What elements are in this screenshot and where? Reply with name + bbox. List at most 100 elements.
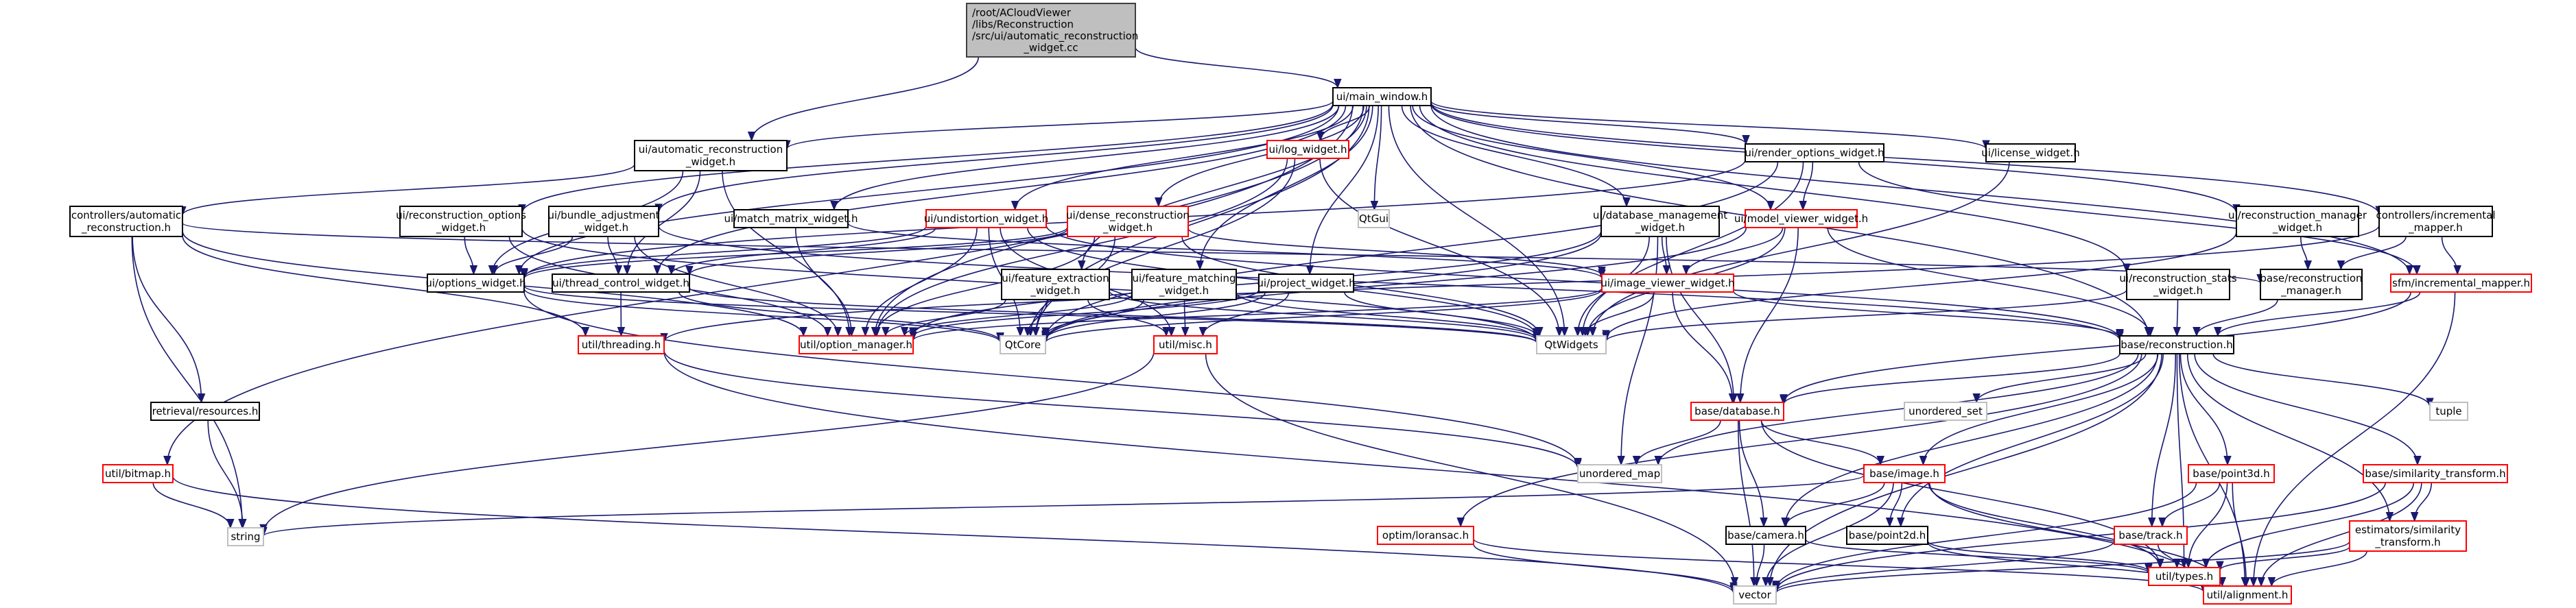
node-main-window[interactable]: ui/main_window.h: [1332, 87, 1432, 106]
edge-base_recon-to-tuple: [2212, 353, 2434, 408]
edge-feature_extraction-to-qtcore: [1024, 299, 1048, 337]
node-similarity[interactable]: base/similarity_transform.h: [2363, 464, 2508, 483]
node-label: base/image.h: [1869, 467, 1939, 480]
edge-main_window-to-dense_recon: [1155, 105, 1364, 208]
node-render-options[interactable]: ui/render_options_widget.h: [1745, 143, 1884, 162]
node-thread-control[interactable]: ui/thread_control_widget.h: [552, 273, 690, 293]
node-box: [1733, 585, 1777, 605]
node-recon-mgr-widget[interactable]: ui/reconstruction_manager_widget.h: [2228, 206, 2367, 237]
node-point3d[interactable]: base/point3d.h: [2188, 464, 2275, 483]
node-base-image[interactable]: base/image.h: [1863, 464, 1946, 483]
node-db-mgmt[interactable]: ui/database_management_widget.h: [1593, 206, 1727, 237]
node-label: ui/feature_extraction: [1002, 272, 1109, 285]
node-box: [1536, 335, 1607, 354]
node-option-manager[interactable]: util/option_manager.h: [799, 335, 914, 354]
node-base-database[interactable]: base/database.h: [1690, 402, 1784, 421]
edge-est_similarity-to-alignment: [2267, 550, 2367, 587]
edge-db_mgmt-to-base_database: [1666, 236, 1738, 404]
node-misc[interactable]: util/misc.h: [1153, 335, 1218, 354]
edge-ctrl_incr_mapper-to-sfm_incr_mapper: [2441, 236, 2461, 276]
node-track[interactable]: base/track.h: [2114, 526, 2188, 545]
node-label: base/point2d.h: [1849, 529, 1926, 542]
node-threading[interactable]: util/threading.h: [578, 335, 665, 354]
node-label: string: [231, 531, 260, 543]
node-recon-options[interactable]: ui/reconstruction_options_widget.h: [396, 206, 526, 237]
node-box: [2429, 402, 2468, 421]
node-ctrl-auto-recon[interactable]: controllers/automatic_reconstruction.h: [69, 206, 183, 237]
node-box: [1577, 464, 1662, 483]
node-bitmap[interactable]: util/bitmap.h: [102, 464, 174, 483]
edge-render_options-to-qtcore: [1041, 161, 1779, 341]
edge-feature_extraction-to-option_manager: [882, 299, 1006, 337]
node-label: QtWidgets: [1544, 339, 1598, 351]
node-base-recon[interactable]: base/reconstruction.h: [2119, 335, 2234, 354]
edge-bundle_adjustment-to-thread_control: [607, 236, 623, 276]
node-est-similarity[interactable]: estimators/similarity_transform.h: [2349, 520, 2467, 552]
node-log-widget[interactable]: ui/log_widget.h: [1266, 140, 1349, 159]
node-feature-extraction[interactable]: ui/feature_extraction_widget.h: [1001, 269, 1110, 300]
edge-undistortion-to-options_widget: [520, 226, 927, 278]
node-bundle-adjustment[interactable]: ui/bundle_adjustment_widget.h: [548, 206, 660, 237]
edge-similarity-to-alignment: [2257, 482, 2422, 587]
edge-main_window-to-bundle_adjustment: [654, 104, 1334, 214]
node-retrieval[interactable]: retrieval/resources.h: [150, 402, 260, 421]
node-dense-recon[interactable]: ui/dense_reconstruction_widget.h: [1066, 206, 1190, 237]
edge-project_widget-to-option_manager: [909, 289, 1260, 339]
edge-ctrl_auto_recon-to-threading: [182, 235, 590, 337]
edge-similarity-to-est_similarity: [2410, 482, 2433, 522]
edge-base_recon-to-unordered_set: [1972, 353, 2147, 404]
edge-base_image-to-point2d: [1885, 482, 1903, 528]
node-types[interactable]: util/types.h: [2148, 567, 2221, 586]
node-tuple: tuple: [2429, 402, 2468, 421]
node-auto-recon-widget[interactable]: ui/automatic_reconstruction_widget.h: [634, 140, 788, 171]
node-label: ui/options_widget.h: [425, 277, 525, 290]
node-project-widget[interactable]: ui/project_widget.h: [1257, 273, 1356, 293]
node-undistortion[interactable]: ui/undistortion_widget.h: [924, 209, 1049, 228]
node-ctrl-incr-mapper[interactable]: controllers/incremental_mapper.h: [2376, 206, 2496, 237]
node-root[interactable]: /root/ACloudViewer/libs/Reconstruction/s…: [966, 3, 1138, 58]
node-base-recon-mgr[interactable]: base/reconstruction_manager.h: [2260, 269, 2363, 300]
node-box: [2119, 335, 2234, 354]
node-recon-stats[interactable]: ui/reconstruction_stats_widget.h: [2119, 269, 2237, 300]
edge-base_recon-to-camera: [1781, 353, 2158, 528]
node-label: ui/project_widget.h: [1257, 277, 1355, 290]
edge-base_recon-to-loransac: [1456, 353, 2142, 528]
node-alignment[interactable]: util/alignment.h: [2203, 585, 2292, 605]
edge-base_image-to-vector: [1762, 482, 1894, 587]
node-label: vector: [1738, 589, 1771, 601]
node-model-viewer[interactable]: ui/model_viewer_widget.h: [1734, 209, 1868, 228]
node-label: _transform.h: [2374, 536, 2440, 549]
node-label: unordered_map: [1579, 467, 1660, 481]
node-label: ui/license_widget.h: [1981, 147, 2079, 160]
node-label: _widget.h: [2272, 221, 2322, 234]
node-box: [1332, 87, 1432, 106]
node-box: [1358, 209, 1390, 228]
node-match-matrix[interactable]: ui/match_matrix_widget.h: [724, 209, 858, 228]
edge-point2d-to-types: [1927, 540, 2153, 573]
node-box: [552, 273, 690, 293]
edge-main_window-to-license_widget: [1430, 100, 1990, 150]
edge-main_window-to-match_matrix: [830, 105, 1340, 211]
node-label: util/types.h: [2155, 570, 2213, 583]
node-camera[interactable]: base/camera.h: [1725, 526, 1806, 545]
edge-dense_recon-to-qtwidgets: [1181, 236, 1544, 337]
node-qtwidgets: QtWidgets: [1536, 335, 1607, 354]
edge-sfm_incr_mapper-to-alignment: [2249, 291, 2456, 587]
node-point2d[interactable]: base/point2d.h: [1846, 526, 1928, 545]
node-label: estimators/similarity: [2355, 524, 2461, 536]
node-loransac[interactable]: optim/loransac.h: [1377, 526, 1474, 545]
node-feature-matching[interactable]: ui/feature_matching_widget.h: [1131, 269, 1237, 300]
node-label: sfm/incremental_mapper.h: [2392, 277, 2530, 290]
edge-log_widget-to-qtcore: [1032, 158, 1296, 337]
edge-bundle_adjustment-to-option_manager: [634, 236, 842, 337]
node-sfm-incr-mapper[interactable]: sfm/incremental_mapper.h: [2390, 273, 2532, 293]
node-options-widget[interactable]: ui/options_widget.h: [425, 273, 526, 293]
node-license-widget[interactable]: ui/license_widget.h: [1981, 143, 2080, 162]
node-label: util/misc.h: [1159, 339, 1212, 351]
node-box: [2260, 269, 2363, 300]
edge-model_viewer-to-base_recon: [1827, 227, 2155, 337]
edge-match_matrix-to-option_manager: [794, 227, 856, 337]
edge-log_widget-to-option_manager: [873, 158, 1288, 337]
node-box: [69, 206, 183, 237]
node-image-viewer[interactable]: ui/image_viewer_widget.h: [1600, 273, 1735, 293]
